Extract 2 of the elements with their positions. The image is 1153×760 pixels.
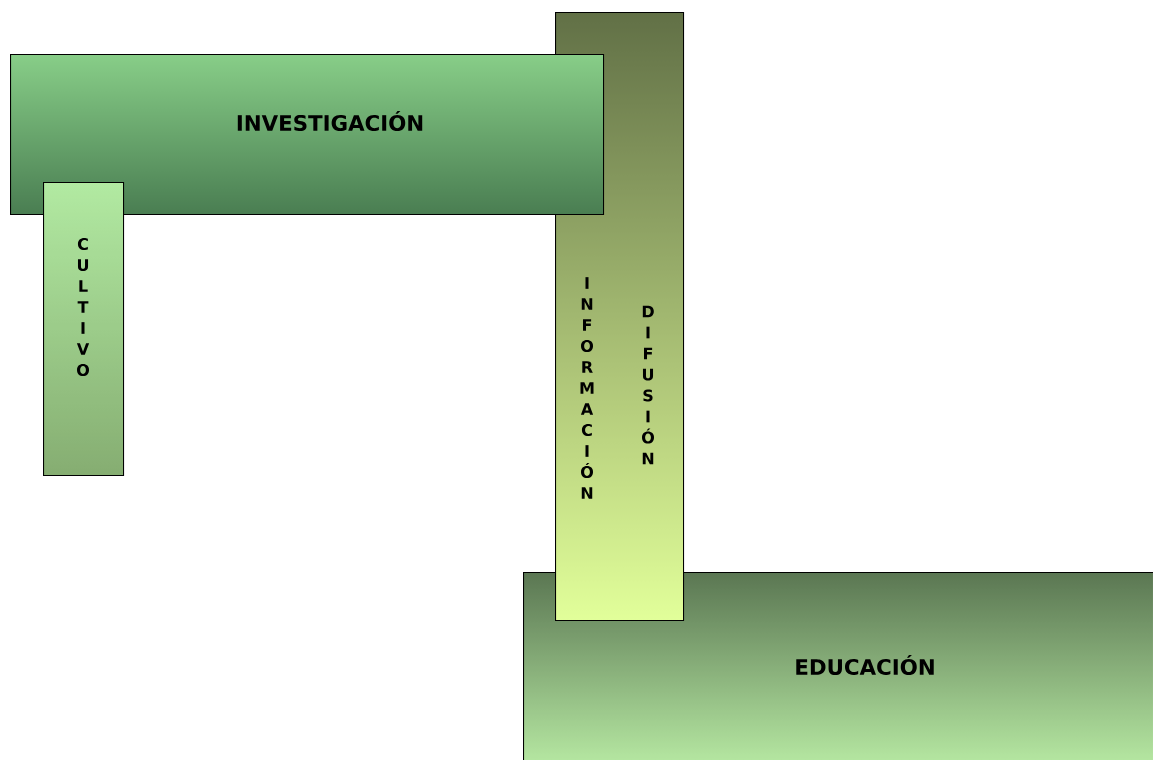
vertical-bar: INFORMACIÓN DIFUSIÓN — [555, 12, 685, 622]
vertical-box: CULTIVO — [43, 182, 125, 477]
